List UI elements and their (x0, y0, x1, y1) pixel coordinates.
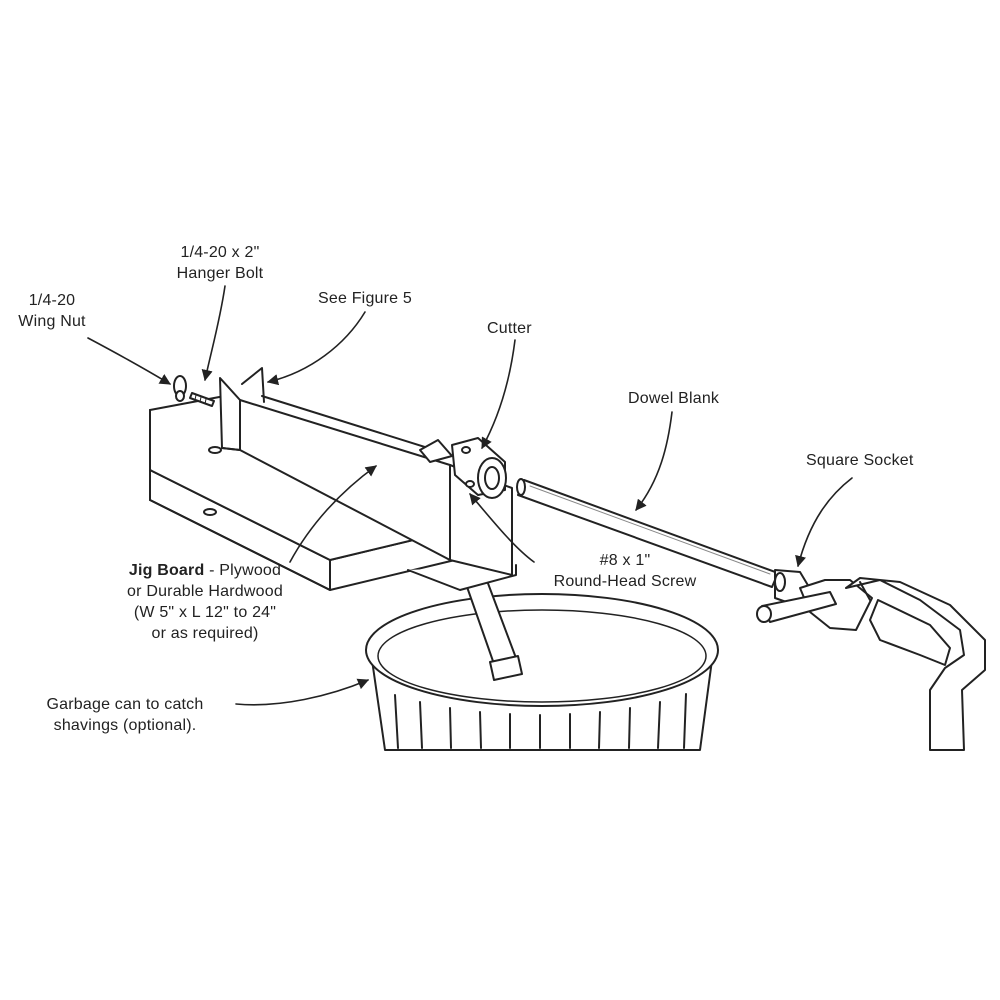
wing-nut-label: 1/4-20 Wing Nut (14, 290, 90, 332)
square-socket-label: Square Socket (806, 452, 914, 469)
cutter-label: Cutter (487, 320, 532, 337)
hanger-bolt-label-line2: Hanger Bolt (176, 265, 264, 282)
hanger-bolt-label-line1: 1/4-20 x 2" (180, 244, 260, 261)
garbage-can (365, 593, 719, 751)
jig-board-label-line3: (W 5" x L 12" to 24" (133, 604, 277, 621)
screw-label-line1: #8 x 1" (599, 552, 651, 569)
jig-board-label-line4: or as required) (151, 625, 259, 642)
garbage-can-label-line2: shavings (optional). (53, 717, 197, 734)
jig-board-label-line2: or Durable Hardwood (127, 583, 283, 600)
wing-nut (173, 375, 187, 402)
screw-label: #8 x 1" Round-Head Screw (520, 550, 730, 592)
wing-nut-label-line2: Wing Nut (18, 313, 86, 330)
hanger-bolt-label: 1/4-20 x 2" Hanger Bolt (160, 242, 280, 284)
see-figure-label: See Figure 5 (318, 290, 413, 307)
screw-label-line2: Round-Head Screw (553, 573, 697, 590)
power-drill (756, 577, 986, 751)
dowel-blank-label: Dowel Blank (628, 390, 720, 407)
cutter (419, 437, 507, 499)
hanger-bolt (189, 392, 215, 407)
garbage-can-label-line1: Garbage can to catch (46, 696, 204, 713)
jig-board-label-bold: Jig Board (128, 562, 205, 579)
jig-board-label-line1: Jig Board - Plywood (90, 560, 320, 581)
wing-nut-label-line1: 1/4-20 (28, 292, 76, 309)
leader-lines (87, 285, 853, 706)
jig-board-label: Jig Board - Plywood or Durable Hardwood … (90, 560, 320, 644)
jig-board-label-rest: - Plywood (204, 562, 282, 579)
garbage-can-label: Garbage can to catch shavings (optional)… (20, 694, 230, 736)
dowel-blank (516, 478, 779, 588)
